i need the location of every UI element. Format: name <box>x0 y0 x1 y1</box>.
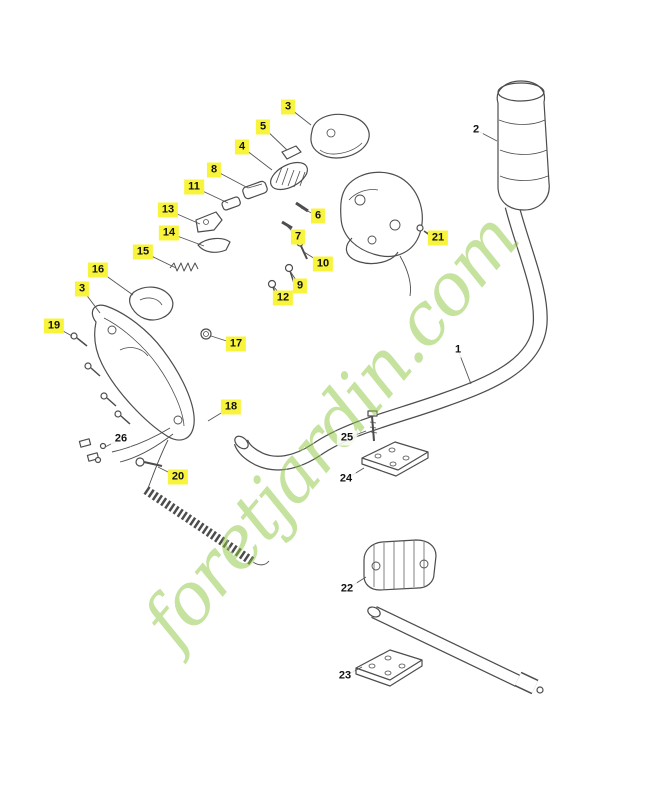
wire-terminals-26 <box>78 438 107 464</box>
part-label-21: 21 <box>427 230 449 246</box>
part-label-24: 24 <box>335 471 357 487</box>
handlebar-tube-part <box>233 204 548 471</box>
part-label-6: 6 <box>310 208 326 224</box>
clamp-block-part <box>363 539 437 591</box>
part-label-2: 2 <box>468 122 484 138</box>
part-15-spring <box>169 262 199 272</box>
handle-grip-part <box>496 80 550 211</box>
mounting-screws-19 <box>70 332 131 425</box>
part-13-bracket <box>195 211 223 233</box>
part-label-16: 16 <box>87 262 109 278</box>
drive-shaft-part <box>367 606 544 695</box>
part-8-switch <box>242 180 268 200</box>
part-label-17: 17 <box>225 336 247 352</box>
part-label-23: 23 <box>334 668 356 684</box>
part-20-screw <box>135 457 163 467</box>
left-handle-housing-part <box>91 304 195 441</box>
part-label-12: 12 <box>272 290 294 306</box>
part-7-piece <box>281 220 293 230</box>
throttle-housing-upper-part <box>310 113 370 159</box>
part-label-15: 15 <box>132 244 154 260</box>
part-5-lever <box>281 145 302 160</box>
part-11-piece <box>221 196 241 211</box>
part-label-25: 25 <box>336 430 358 446</box>
throttle-housing-main-part <box>340 171 423 297</box>
part-label-3: 3 <box>280 99 296 115</box>
part-label-26: 26 <box>110 431 132 447</box>
part-label-5: 5 <box>255 119 271 135</box>
part-label-11: 11 <box>184 179 204 195</box>
part-label-18: 18 <box>220 399 242 415</box>
part-14-lever <box>197 237 231 253</box>
part-label-20: 20 <box>167 469 189 485</box>
part-label-9: 9 <box>292 278 308 294</box>
part-label-7: 7 <box>290 229 306 245</box>
part-16-trigger <box>128 286 174 321</box>
part-label-14: 14 <box>158 225 180 241</box>
part-label-1: 1 <box>450 342 466 358</box>
clamp-bolt-part <box>367 410 378 442</box>
part-17-nut <box>200 328 212 340</box>
part-6-rod <box>295 201 309 213</box>
part-4-dial <box>270 161 308 191</box>
clamp-upper-part <box>361 441 429 477</box>
clamp-lower-part <box>355 649 423 687</box>
part-label-13: 13 <box>157 202 179 218</box>
part-label-4: 4 <box>234 139 250 155</box>
part-label-3: 3 <box>74 281 90 297</box>
throttle-cable-part <box>111 427 270 566</box>
part-label-22: 22 <box>336 581 358 597</box>
part-label-10: 10 <box>312 256 334 272</box>
part-label-8: 8 <box>206 162 222 178</box>
part-label-19: 19 <box>43 318 65 334</box>
